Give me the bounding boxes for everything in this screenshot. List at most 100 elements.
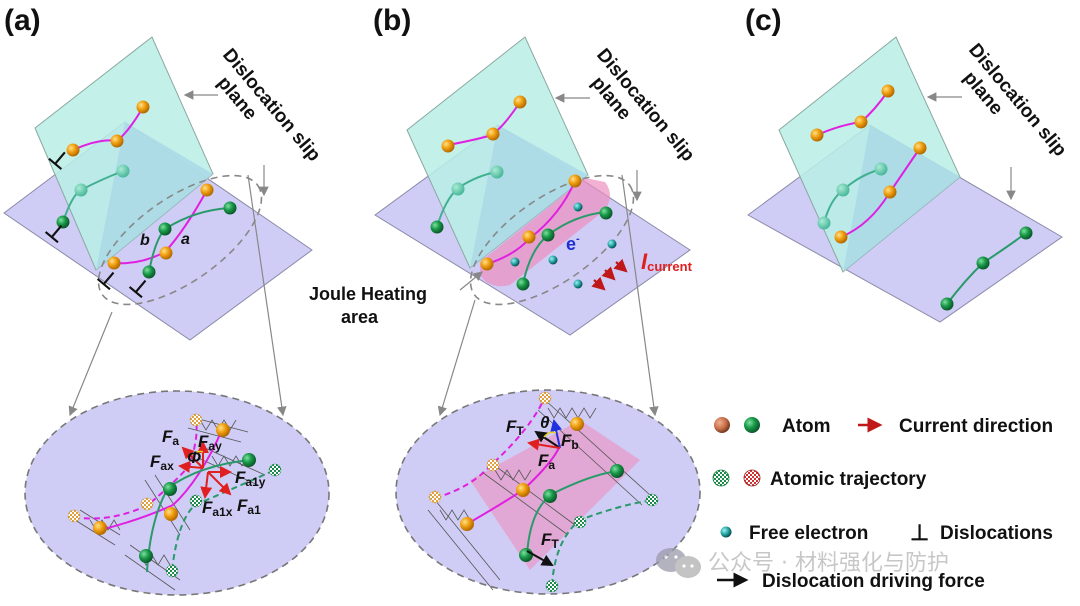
orange-atom bbox=[110, 134, 124, 148]
orange-atom bbox=[136, 100, 150, 114]
orange-atom bbox=[216, 423, 230, 437]
green-atom bbox=[56, 215, 70, 229]
force-label-Fa: Fa bbox=[538, 451, 555, 472]
orange-atom bbox=[854, 115, 868, 129]
orange-atom bbox=[913, 141, 927, 155]
svg-text:Free electron: Free electron bbox=[749, 523, 868, 544]
green-atom bbox=[430, 220, 444, 234]
joule-heating-label: Joule Heating bbox=[309, 284, 427, 304]
zoom-detail-ellipse bbox=[24, 390, 330, 596]
green-atom-icon bbox=[744, 417, 760, 433]
lattice-springs bbox=[427, 399, 651, 591]
green-trajectory-atom bbox=[189, 494, 203, 508]
panel-label-a: (a) bbox=[4, 4, 41, 37]
legend-item-atom: Atom bbox=[714, 416, 831, 437]
watermark: 公众号 · 材料强化与防护 bbox=[656, 548, 949, 578]
orange-atom bbox=[164, 507, 178, 521]
angle-arc bbox=[543, 431, 557, 438]
orange-trajectory-atom bbox=[140, 497, 154, 511]
orange-trajectory-atom bbox=[67, 509, 81, 523]
orange-atom bbox=[200, 183, 214, 197]
green-trajectory-atom bbox=[545, 579, 559, 593]
legend-item-atomic-trajectory: Atomic trajectory bbox=[712, 469, 927, 490]
green-trajectory-icon bbox=[712, 469, 730, 487]
force-label-Fa1x: Fa1x bbox=[202, 498, 233, 519]
green-atom bbox=[223, 201, 237, 215]
green-atom-faint bbox=[874, 162, 888, 176]
watermark-text: 公众号 · 材料强化与防护 bbox=[708, 551, 949, 576]
svg-text:Dislocation driving force: Dislocation driving force bbox=[762, 571, 985, 592]
panel-label-c: (c) bbox=[745, 4, 782, 37]
orange-atom bbox=[834, 230, 848, 244]
green-atom bbox=[516, 277, 530, 291]
orange-atom bbox=[516, 483, 530, 497]
orange-atom bbox=[159, 246, 173, 260]
zoom-region-ellipse bbox=[469, 174, 635, 306]
orange-atom bbox=[568, 174, 582, 188]
orange-atom bbox=[810, 128, 824, 142]
orange-atom bbox=[881, 84, 895, 98]
green-atom bbox=[976, 256, 990, 270]
green-atom bbox=[142, 265, 156, 279]
zoom-pointer-arrow bbox=[621, 174, 659, 417]
slip-plane-label: Dislocation slip plane bbox=[587, 45, 699, 166]
green-trajectory-atom bbox=[268, 463, 282, 477]
panel-c: (c) Dislocation slip plane bbox=[745, 4, 1071, 323]
green-atom bbox=[519, 548, 533, 562]
green-atom-faint bbox=[817, 216, 831, 230]
green-trajectory-atom bbox=[165, 564, 179, 578]
green-atom bbox=[242, 453, 256, 467]
angle-arc bbox=[191, 450, 204, 456]
dislocation-icon: ⊥ bbox=[910, 520, 929, 545]
zoom-pointer-arrow bbox=[247, 174, 287, 417]
force-label-Fay: Fay bbox=[198, 432, 222, 453]
green-atom bbox=[610, 464, 624, 478]
pointer-arrow bbox=[459, 271, 483, 291]
green-atom-faint bbox=[116, 164, 130, 178]
current-label: Icurrent bbox=[641, 249, 693, 274]
plane-overlap bbox=[470, 125, 588, 268]
force-vectors-a bbox=[178, 441, 232, 499]
legend-item-driving-force: Dislocation driving force bbox=[717, 571, 985, 592]
green-atom-faint bbox=[836, 183, 850, 197]
force-label-FT-2: FT bbox=[541, 530, 559, 551]
orange-atom bbox=[93, 521, 107, 535]
slip-plane-label: Dislocation slip plane bbox=[959, 40, 1071, 161]
green-trajectory-atom bbox=[645, 493, 659, 507]
green-atom bbox=[543, 489, 557, 503]
green-atom-faint bbox=[451, 182, 465, 196]
plane-overlap bbox=[843, 125, 960, 272]
svg-text:Dislocations: Dislocations bbox=[940, 523, 1053, 544]
orange-trajectory-atom bbox=[538, 391, 552, 405]
force-vectors-b bbox=[526, 419, 563, 566]
zoom-pointer-arrow bbox=[68, 311, 113, 417]
electron-label: e- bbox=[566, 233, 580, 254]
panel-b: (b) e- Icurrent Joule bbox=[309, 4, 701, 595]
angle-theta-label: θ bbox=[540, 413, 550, 432]
orange-atom bbox=[486, 127, 500, 141]
orange-atom bbox=[107, 256, 121, 270]
angle-phi-label: Φ bbox=[187, 448, 201, 467]
orange-atom bbox=[570, 417, 584, 431]
force-label-FT: FT bbox=[506, 417, 524, 438]
green-atom-faint bbox=[74, 183, 88, 197]
orange-atom bbox=[480, 257, 494, 271]
slip-plane-label: Dislocation slip plane bbox=[213, 45, 325, 166]
orange-trajectory-atom bbox=[428, 490, 442, 504]
orange-atom bbox=[522, 230, 536, 244]
legend-item-free-electron: Free electron bbox=[720, 523, 868, 544]
svg-text:Atom: Atom bbox=[782, 416, 831, 437]
orange-trajectory-atom bbox=[189, 413, 203, 427]
force-label-Fax: Fax bbox=[150, 452, 174, 473]
joule-heating-label-2: area bbox=[341, 307, 379, 327]
legend-item-dislocations: ⊥ Dislocations bbox=[910, 520, 1053, 545]
green-atom bbox=[1019, 226, 1033, 240]
orange-atom bbox=[441, 139, 455, 153]
legend: Atom Current direction Atomic trajectory… bbox=[712, 416, 1053, 592]
green-atom-faint bbox=[490, 165, 504, 179]
panel-a: (a) b a ⊥ ⊥ ⊥ ⊥ Dislocation slip plane bbox=[3, 4, 330, 596]
svg-text:Atomic trajectory: Atomic trajectory bbox=[770, 469, 927, 490]
green-trajectory-atom bbox=[573, 515, 587, 529]
force-label-Fb: Fb bbox=[561, 431, 579, 452]
